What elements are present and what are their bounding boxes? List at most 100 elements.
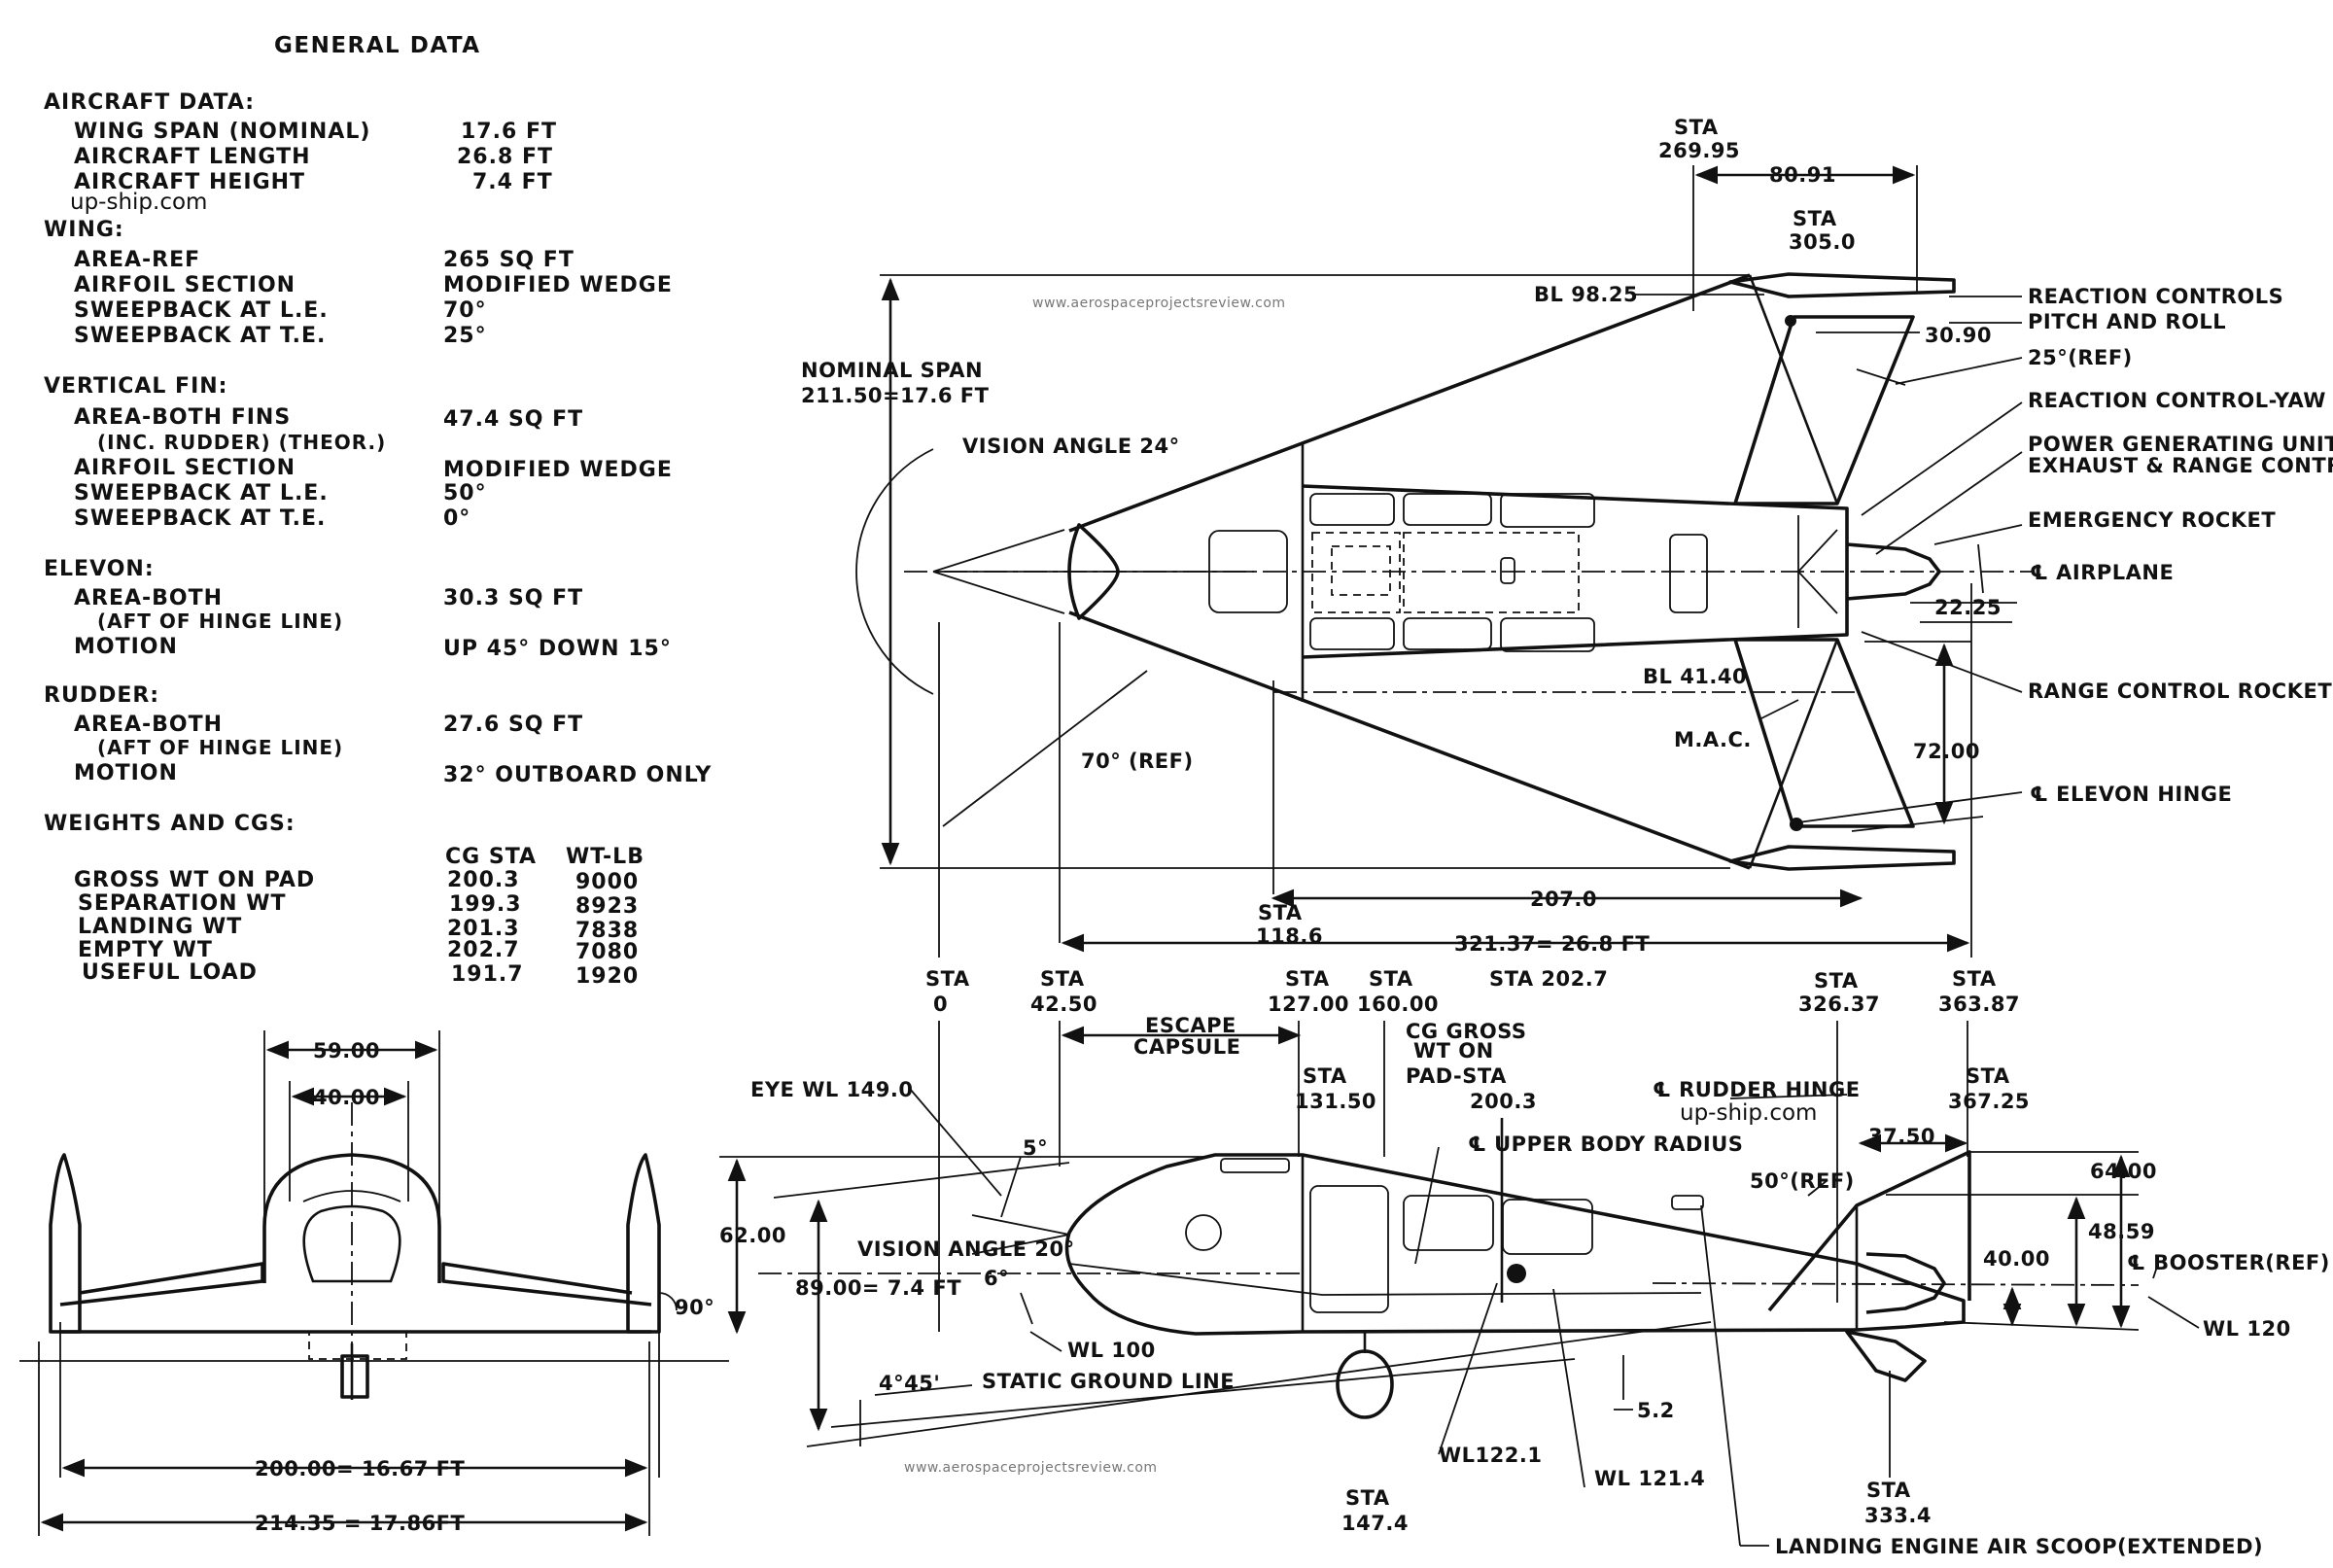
rudder-motion-value: 32° OUTBOARD ONLY	[443, 763, 712, 787]
cg-gross-label: CG GROSS	[1406, 1020, 1527, 1043]
cg-pad-sta-value: 200.3	[1470, 1090, 1537, 1113]
apr-watermark-bottom: www.aerospaceprojectsreview.com	[904, 1460, 1158, 1476]
wing-airfoil-value: MODIFIED WEDGE	[443, 273, 673, 297]
elevon-motion-label: MOTION	[74, 635, 178, 659]
weight-row-label: GROSS WT ON PAD	[74, 868, 315, 892]
dim-48-59: 48.59	[2088, 1220, 2155, 1243]
side-dimension-lines	[727, 1021, 2131, 1446]
sta-269-label: STA	[1674, 116, 1719, 139]
cg-pad-sta-label: PAD-STA	[1406, 1064, 1507, 1088]
wing-sweep-le-value: 70°	[443, 298, 487, 323]
fin-airfoil-value: MODIFIED WEDGE	[443, 458, 673, 482]
weight-row-label: USEFUL LOAD	[82, 960, 258, 985]
reaction-control-yaw-label: REACTION CONTROL-YAW	[2028, 389, 2326, 412]
fin-sweep-le-value: 50°	[443, 481, 487, 505]
nominal-span-value: 211.50=17.6 FT	[801, 384, 990, 407]
front-fin-right	[626, 1153, 661, 1334]
nominal-span-label: NOMINAL SPAN	[801, 359, 983, 382]
sta-147-value: 147.4	[1341, 1512, 1409, 1535]
front-gear	[340, 1354, 369, 1399]
pitch-and-roll-label: PITCH AND ROLL	[2028, 310, 2226, 333]
sta-367-value: 367.25	[1948, 1090, 2030, 1113]
cg-wt-on-label: WT ON	[1413, 1039, 1494, 1063]
sta-131-label: STA	[1303, 1064, 1347, 1088]
angle-5-label: 5°	[1023, 1136, 1048, 1160]
station-value: 363.87	[1938, 993, 2020, 1016]
emergency-rocket-nozzle	[1846, 542, 1941, 601]
weight-row-cg: 202.7	[447, 938, 520, 962]
dim-214-35: 214.35 = 17.86FT	[255, 1512, 466, 1535]
mac-label: M.A.C.	[1674, 728, 1752, 751]
weights-col-wt: WT-LB	[566, 845, 644, 869]
dim-40-00-front: 40.00	[313, 1086, 380, 1109]
sta-118-value: 118.6	[1256, 924, 1323, 948]
side-leader-lines	[874, 1088, 2200, 1547]
station-label: STA	[1952, 967, 1997, 991]
bl-41-40: BL 41.40	[1643, 665, 1747, 688]
side-chine	[1068, 1263, 1702, 1296]
rudder-area-value: 27.6 SQ FT	[443, 713, 583, 737]
station-value: 160.00	[1357, 993, 1439, 1016]
elevon-area-note: (AFT OF HINGE LINE)	[97, 610, 343, 633]
angle-90-label: 90°	[675, 1296, 714, 1319]
aircraft-height-value: 7.4 FT	[472, 170, 553, 194]
bl-98-25: BL 98.25	[1534, 283, 1638, 306]
sta-367-label: STA	[1966, 1064, 2010, 1088]
front-fin-left	[49, 1153, 82, 1334]
front-wing-right	[441, 1262, 652, 1307]
fin-sweep-le-label: SWEEPBACK AT L.E.	[74, 481, 329, 505]
weight-row-cg: 191.7	[451, 962, 524, 987]
dim-37-50: 37.50	[1868, 1125, 1935, 1148]
dim-321-37: 321.37= 26.8 FT	[1454, 932, 1650, 956]
plan-view: www.aerospaceprojectsreview.com STA 269.…	[801, 116, 2333, 958]
upper-body-radius-label: ℄ UPPER BODY RADIUS	[1468, 1132, 1743, 1156]
cg-marker	[1507, 1264, 1526, 1283]
weight-row-label: LANDING WT	[78, 915, 242, 939]
fin-sweep-te-value: 0°	[443, 506, 470, 531]
dim-5-2: 5.2	[1637, 1399, 1675, 1422]
ref-50-label: 50°(REF)	[1750, 1169, 1855, 1193]
fin-area-label: AREA-BOTH FINS	[74, 405, 291, 430]
fuselage-outline	[1302, 484, 1849, 659]
side-reference-lines	[719, 1151, 2140, 1447]
dim-59-00: 59.00	[313, 1039, 380, 1063]
dim-64-00: 64.00	[2090, 1160, 2157, 1183]
station-markers: STA 0 STA 42.50 STA 127.00 STA 160.00 ST…	[925, 967, 2020, 1016]
weight-row-cg: 201.3	[447, 917, 520, 941]
rudder-hinge-label: ℄ RUDDER HINGE	[1653, 1078, 1861, 1101]
angle-445-label: 4°45'	[879, 1372, 940, 1395]
front-windscreen	[302, 1204, 401, 1283]
landing-air-scoop-label: LANDING ENGINE AIR SCOOP(EXTENDED)	[1775, 1535, 2263, 1558]
side-fuselage-outline	[1064, 1153, 1966, 1336]
station-value: 42.50	[1030, 993, 1097, 1016]
general-data-table: GENERAL DATA AIRCRAFT DATA: WING SPAN (N…	[44, 33, 712, 989]
fin-area-note: (INC. RUDDER) (THEOR.)	[97, 431, 386, 454]
sta-147-label: STA	[1345, 1486, 1390, 1510]
weight-row-label: EMPTY WT	[78, 938, 213, 962]
emergency-rocket-label: EMERGENCY ROCKET	[2028, 508, 2276, 532]
station-label: STA	[1040, 967, 1085, 991]
side-hatch	[1185, 1214, 1222, 1251]
wing-airfoil-label: AIRFOIL SECTION	[74, 273, 296, 297]
weight-row-label: SEPARATION WT	[78, 891, 287, 916]
station-value: 0	[933, 993, 948, 1016]
rudder-area-note: (AFT OF HINGE LINE)	[97, 736, 343, 759]
ref-25-label: 25°(REF)	[2028, 346, 2133, 369]
cl-elevon-hinge-label: ℄ ELEVON HINGE	[2030, 783, 2232, 806]
dim-62-00: 62.00	[719, 1224, 786, 1247]
wing-leading-edge	[1068, 273, 1751, 870]
dim-22-25: 22.25	[1934, 596, 2002, 619]
rudder-motion-label: MOTION	[74, 761, 178, 785]
plan-leader-lines	[942, 294, 2023, 827]
aircraft-length-label: AIRCRAFT LENGTH	[74, 145, 311, 169]
weight-row-wt: 8923	[575, 894, 639, 919]
up-ship-watermark: up-ship.com	[70, 190, 207, 215]
general-data-title: GENERAL DATA	[274, 33, 481, 58]
lower-wingtip-fin	[1728, 638, 1956, 871]
elevon-heading: ELEVON:	[44, 557, 155, 581]
wl-121-4-label: WL 121.4	[1594, 1467, 1705, 1490]
sta-305-value: 305.0	[1789, 230, 1856, 254]
fuselage-panels	[1208, 493, 1838, 652]
station-value: 326.37	[1798, 993, 1880, 1016]
weight-row-wt: 7080	[575, 940, 639, 964]
